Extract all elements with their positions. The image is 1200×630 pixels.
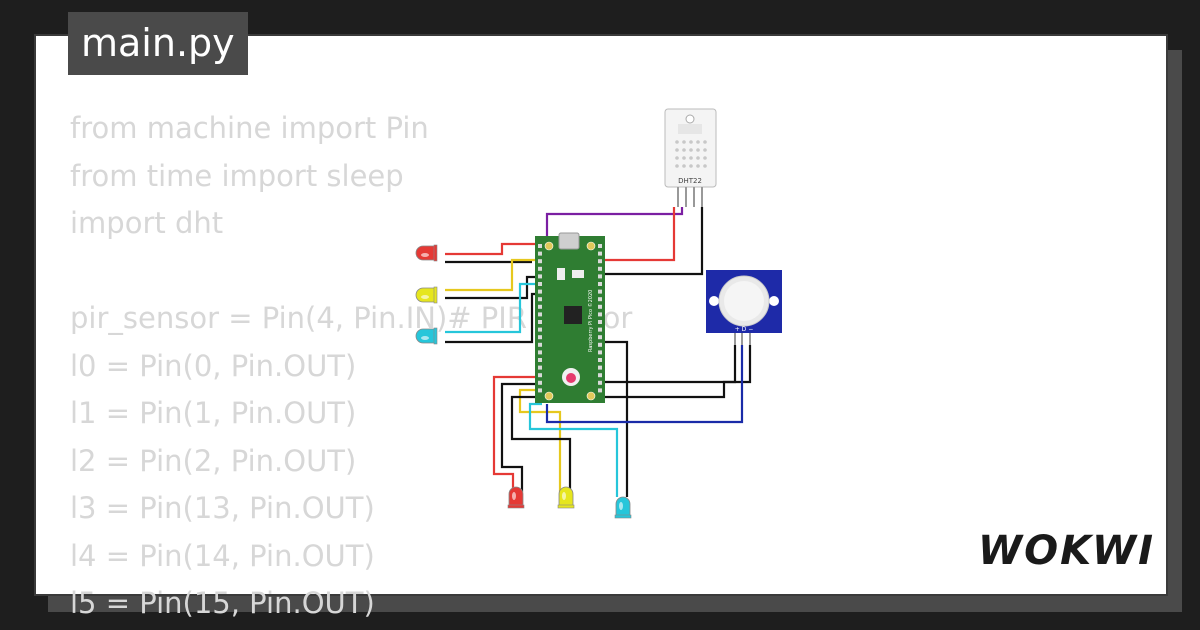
led-5: [557, 486, 575, 509]
pico-pin: [598, 274, 602, 279]
wire-led3-gnd: [445, 292, 542, 344]
code-line: l4 = Pin(14, Pin.OUT): [70, 538, 375, 573]
pico-pin: [538, 282, 542, 286]
pico-pin: [538, 388, 542, 393]
pico-pin: [538, 358, 542, 362]
pico-pin: [538, 297, 542, 302]
pico-pin: [598, 335, 602, 340]
wire-dht-ground: [602, 207, 704, 276]
pico-pin: [598, 320, 602, 324]
pir-pin-labels: + D −: [735, 326, 754, 333]
pico-pin: [598, 297, 602, 302]
wire-led6-gnd: [602, 340, 629, 497]
wire-pir-gnd2: [602, 345, 752, 399]
pico-pin: [538, 251, 542, 256]
pico-pin: [598, 289, 602, 294]
pico-pin: [598, 365, 602, 370]
pico-pin: [538, 365, 542, 370]
code-line: l5 = Pin(15, Pin.OUT): [70, 586, 375, 620]
pico-pin: [598, 266, 602, 271]
pico-pin: [598, 244, 602, 248]
led-2: [415, 286, 438, 304]
led-4: [507, 486, 525, 509]
pico-board: Raspberry Pi Pico ©2020: [535, 232, 605, 403]
code-line: from machine import Pin: [70, 111, 429, 145]
code-line: l1 = Pin(1, Pin.OUT): [70, 396, 357, 430]
pico-pin: [598, 259, 602, 264]
pico-pin: [598, 304, 602, 309]
code-line: l3 = Pin(13, Pin.OUT): [70, 491, 375, 525]
preview-card: from machine import Pin from time import …: [34, 34, 1168, 620]
pico-pin: [598, 388, 602, 393]
led-6: [614, 496, 632, 519]
led-3: [415, 327, 438, 345]
file-tab-main-py[interactable]: main.py: [68, 12, 248, 75]
pico-pin: [538, 289, 542, 294]
pico-pin: [538, 373, 542, 378]
board-label: Raspberry Pi Pico ©2020: [587, 290, 594, 352]
wire-led2-gnd: [445, 275, 542, 300]
pico-pin: [538, 244, 542, 248]
wire-dht-power: [602, 207, 676, 262]
wire-led6: [528, 402, 619, 497]
wires: [445, 207, 752, 497]
pico-pin: [538, 380, 542, 385]
pico-pin: [598, 373, 602, 378]
dht22-label: DHT22: [678, 177, 702, 185]
pico-pin: [538, 320, 542, 324]
wire-led5-gnd: [510, 395, 572, 492]
pico-pin: [598, 251, 602, 256]
pico-pin: [598, 358, 602, 362]
wire-led4: [492, 375, 542, 492]
wokwi-logo: WOKWI: [978, 528, 1153, 574]
wire-led5: [518, 388, 562, 492]
pico-pin: [538, 274, 542, 279]
logo-text: WOKWI: [978, 528, 1155, 574]
code-line: l2 = Pin(2, Pin.OUT): [70, 443, 357, 478]
pico-pin: [538, 335, 542, 340]
dht22-sensor: DHT22: [664, 108, 717, 207]
pico-pin: [538, 304, 542, 309]
pir-sensor: + D −: [706, 270, 782, 345]
pico-pin: [598, 380, 602, 385]
code-line: import dht: [70, 206, 224, 240]
wire-pir-gnd: [602, 345, 737, 384]
wire-pir-data: [545, 345, 744, 424]
pico-pin: [598, 312, 602, 317]
pico-pin: [538, 259, 542, 264]
code-listing: from machine import Pin from time import …: [70, 105, 632, 628]
pico-pin: [598, 327, 602, 332]
pico-pin: [538, 327, 542, 332]
pico-pin: [538, 312, 542, 317]
pico-pin: [598, 350, 602, 355]
wire-led1: [445, 242, 542, 256]
wire-led4-gnd: [500, 382, 542, 492]
pico-pin: [538, 266, 542, 271]
wire-dht-data: [545, 207, 684, 252]
code-line: l0 = Pin(0, Pin.OUT): [70, 348, 357, 383]
led-1: [415, 244, 438, 262]
circuit-diagram: DHT22 + D − Raspb: [415, 108, 782, 519]
pico-pin: [598, 342, 602, 347]
wire-led2: [445, 258, 542, 292]
pico-pin: [538, 350, 542, 355]
led-group: [415, 244, 632, 519]
pico-pin: [598, 282, 602, 286]
wire-led3: [445, 282, 542, 334]
code-line: from time import sleep: [70, 158, 404, 193]
pico-pin: [538, 342, 542, 347]
